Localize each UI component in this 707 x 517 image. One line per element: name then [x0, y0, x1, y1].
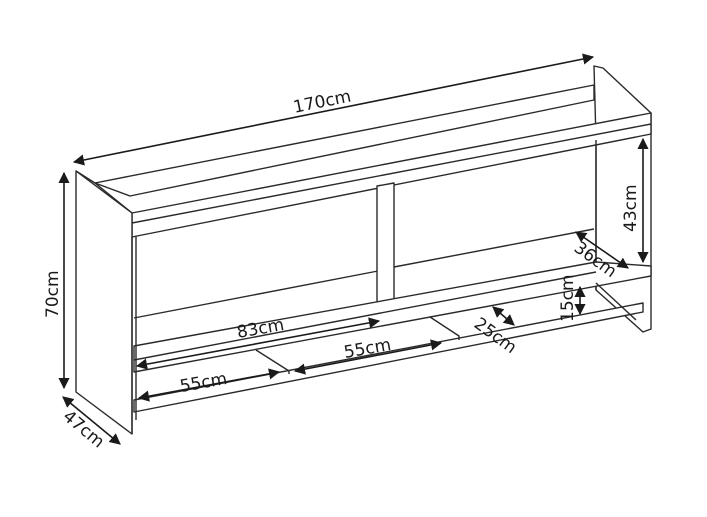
furniture-outline [75, 65, 652, 435]
right-depth-dim-line [492, 306, 515, 326]
lower-right-divider [595, 282, 637, 321]
upper-height-label: 43cm [621, 184, 641, 232]
left-panel-edge [75, 170, 96, 184]
lower-divider-2 [429, 316, 460, 340]
upper-back-line [133, 270, 379, 319]
width-dim-line [72, 53, 595, 166]
upper-depth-dim-line [575, 231, 629, 269]
dimension-lines [58, 53, 649, 445]
depth-dim-line [62, 396, 121, 445]
height-label: 70cm [43, 270, 63, 318]
right-height-label: 15cm [558, 274, 578, 322]
shelf-span-dim-line [135, 317, 381, 370]
lower-divider-1 [255, 349, 290, 374]
width-label: 170cm [292, 87, 353, 118]
left-drawer-dim-line [137, 368, 281, 402]
upper-back-line-right [393, 228, 595, 268]
middle-drawer-dim-line [293, 339, 443, 375]
left-side-panel [75, 170, 133, 435]
